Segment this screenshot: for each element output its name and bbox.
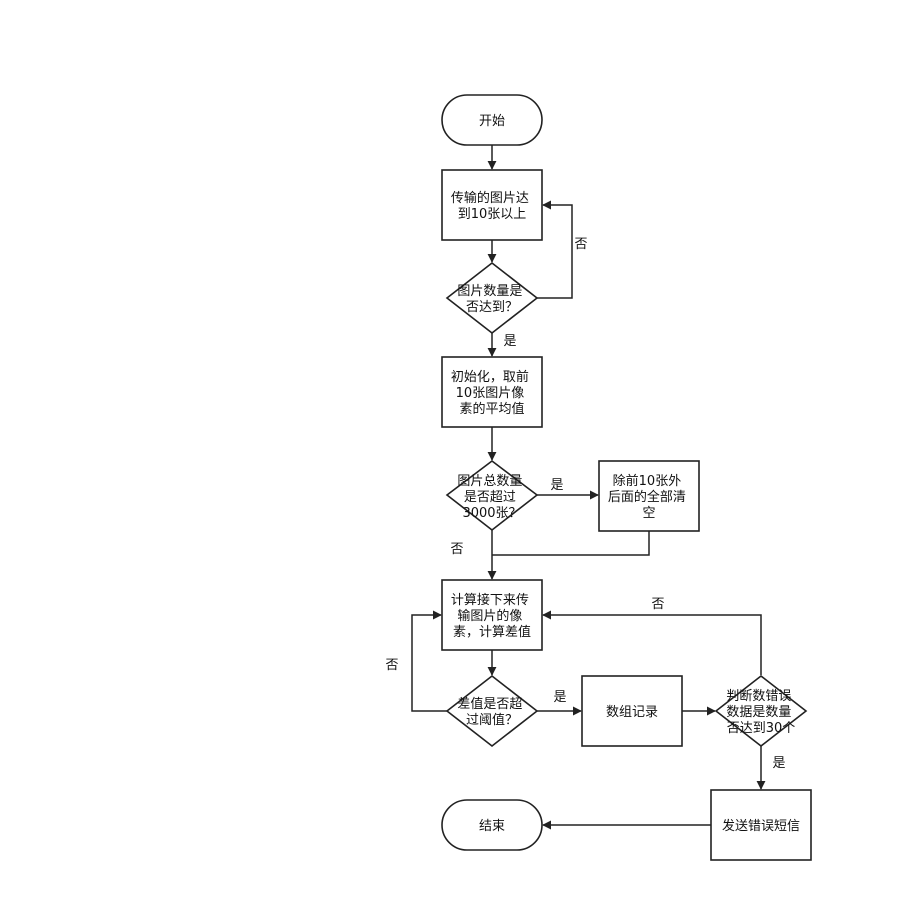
node-transfer-line: 传输的图片达 <box>451 190 529 206</box>
node-clear-label: 除前10张外 后面的全部清 空 <box>608 473 690 521</box>
node-end-line: 结束 <box>479 819 505 834</box>
node-send-sms-label: 发送错误短信 <box>722 818 800 834</box>
node-transfer-line: 到10张以上 <box>458 207 527 222</box>
label-count-no: 否 <box>574 237 587 252</box>
edges <box>411 145 766 830</box>
node-send-sms-shape <box>710 789 812 861</box>
node-end-shape <box>441 799 543 851</box>
node-error-check-shape <box>714 674 808 748</box>
node-total-check-shape <box>445 459 539 532</box>
node-error-check-label: 判断数错误 数据是数量 否达到30个 <box>726 689 795 736</box>
node-end-label: 结束 <box>479 819 505 834</box>
node-error-check-line: 否达到30个 <box>727 721 796 736</box>
node-clear-line: 后面的全部清 <box>608 489 686 505</box>
label-diff-no: 否 <box>385 658 398 673</box>
node-error-check-line: 数据是数量 <box>726 705 791 720</box>
node-diff-check: 差值是否超 过阈值？ <box>445 674 539 748</box>
node-error-check-line: 判断数错误 <box>726 689 791 704</box>
node-send-sms: 发送错误短信 <box>710 789 812 861</box>
node-start-shape <box>441 94 543 146</box>
node-diff-check-line: 过阈值？ <box>466 712 518 728</box>
node-start-label: 开始 <box>479 114 505 129</box>
node-compute-label: 计算接下来传 输图片的像 素，计算差值 <box>451 592 533 640</box>
node-diff-check-shape <box>445 674 539 748</box>
node-init-line: 10张图片像 <box>456 386 525 401</box>
label-diff-yes: 是 <box>553 690 566 705</box>
node-compute-line: 计算接下来传 <box>451 592 529 608</box>
node-total-check: 图片总数量 是否超过 3000张？ <box>445 459 539 532</box>
node-clear-shape <box>598 460 700 532</box>
label-error-yes: 是 <box>772 756 785 771</box>
node-init: 初始化，取前 10张图片像 素的平均值 <box>441 356 543 428</box>
node-init-label: 初始化，取前 10张图片像 素的平均值 <box>451 369 533 417</box>
label-error-no: 否 <box>651 597 664 612</box>
node-record-shape <box>581 675 683 747</box>
node-init-line: 初始化，取前 <box>451 369 529 385</box>
node-error-check: 判断数错误 数据是数量 否达到30个 <box>714 674 808 748</box>
node-count-check-label: 图片数量是 否达到？ <box>457 284 526 315</box>
node-transfer-label: 传输的图片达 到10张以上 <box>451 190 533 222</box>
node-compute-shape <box>441 579 543 651</box>
node-total-check-line: 图片总数量 <box>457 474 522 489</box>
node-clear: 除前10张外 后面的全部清 空 <box>598 460 700 532</box>
node-count-check-line: 图片数量是 <box>457 284 522 299</box>
node-total-check-label: 图片总数量 是否超过 3000张？ <box>457 474 526 521</box>
node-start: 开始 <box>441 94 543 146</box>
node-record-line: 数组记录 <box>606 705 658 720</box>
node-init-shape <box>441 356 543 428</box>
node-init-line: 素的平均值 <box>459 401 524 417</box>
node-start-line: 开始 <box>479 114 505 129</box>
edge-diff-check-no-loop <box>411 610 447 712</box>
node-count-check-line: 否达到？ <box>466 300 518 315</box>
edge-labels: 否 是 是 否 否 否 是 是 <box>385 237 785 771</box>
node-transfer: 传输的图片达 到10张以上 <box>441 169 543 241</box>
label-total-no: 否 <box>450 542 463 557</box>
node-compute-line: 输图片的像 <box>457 608 522 624</box>
node-clear-line: 除前10张外 <box>613 473 682 489</box>
node-send-sms-line: 发送错误短信 <box>722 818 800 834</box>
label-count-yes: 是 <box>503 334 516 349</box>
edge-error-check-no-to-compute <box>542 610 762 675</box>
node-transfer-shape <box>441 169 543 241</box>
node-compute: 计算接下来传 输图片的像 素，计算差值 <box>441 579 543 651</box>
node-clear-line: 空 <box>642 506 655 521</box>
node-diff-check-line: 差值是否超 <box>457 696 522 712</box>
node-total-check-line: 3000张？ <box>462 506 521 521</box>
edge-clear-return <box>492 531 650 556</box>
node-count-check: 图片数量是 否达到？ <box>445 261 539 335</box>
label-total-yes: 是 <box>550 478 563 493</box>
node-compute-line: 素，计算差值 <box>453 624 531 640</box>
edge-count-check-no-loop <box>537 200 573 299</box>
node-record-label: 数组记录 <box>606 705 658 720</box>
node-end: 结束 <box>441 799 543 851</box>
node-count-check-shape <box>445 261 539 335</box>
node-total-check-line: 是否超过 <box>464 490 516 505</box>
node-record: 数组记录 <box>581 675 683 747</box>
node-diff-check-label: 差值是否超 过阈值？ <box>457 696 526 728</box>
